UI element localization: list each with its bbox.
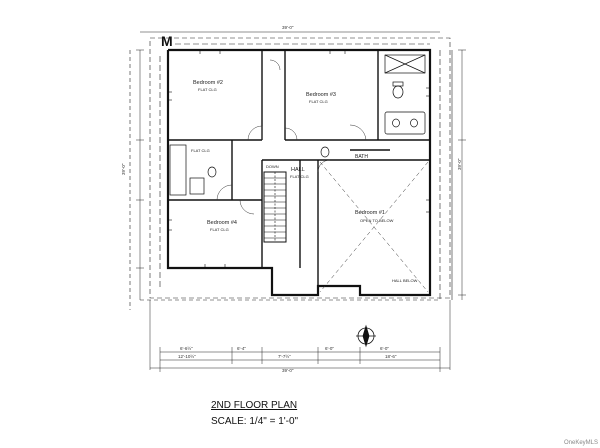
room-label-bath: BATH <box>355 154 368 160</box>
dim-seg-b: 6'-4" <box>237 346 246 351</box>
north-arrow-icon <box>356 324 376 348</box>
dim-bottom-left: 12'-10½" <box>178 353 196 359</box>
dim-seg-a: 6'-6½" <box>180 345 193 351</box>
boundary-lines <box>129 31 453 310</box>
window-marks <box>168 50 430 268</box>
open-to-below-lines <box>319 161 429 293</box>
side-dimension-lines <box>136 49 466 300</box>
door-swings <box>216 59 367 215</box>
room-label-bedroom1: Bedroom #1 <box>355 210 385 216</box>
plan-marker: M <box>161 33 173 49</box>
room-label-bedroom2: Bedroom #2 <box>193 80 223 86</box>
dim-left-overall: 39'-0" <box>121 163 126 175</box>
dim-bottom-right: 18'-6" <box>385 354 397 359</box>
dim-bottom-overall: 39'-0" <box>282 368 294 373</box>
room-label-bedroom4: Bedroom #4 <box>207 220 237 226</box>
bath-fixtures <box>169 54 426 196</box>
ceiling-label-bedroom2: FLAT CLG <box>198 87 217 92</box>
ceiling-label-bedroom3: FLAT CLG <box>309 99 328 104</box>
staircase <box>263 171 287 243</box>
hall-below-note: HALL BELOW <box>392 278 418 283</box>
dim-seg-c: 6'-0" <box>325 346 334 351</box>
ceiling-label-hall: FLAT CLG <box>290 174 309 179</box>
plan-scale: SCALE: 1/4" = 1'-0" <box>211 416 299 427</box>
plan-title: 2ND FLOOR PLAN <box>211 400 297 411</box>
watermark: OneKeyMLS <box>564 440 598 446</box>
room-label-bedroom3: Bedroom #3 <box>306 92 336 98</box>
ceiling-label-bedroom4: FLAT CLG <box>210 227 229 232</box>
dim-seg-d: 6'-0" <box>380 346 389 351</box>
open-to-below-note: OPEN TO BELOW <box>360 218 394 223</box>
stair-down-note: DOWN <box>266 164 279 169</box>
dim-bottom-mid: 7'-7½" <box>278 353 291 359</box>
dim-top-overall: 39'-0" <box>282 25 294 30</box>
ceiling-label-bath-left: FLAT CLG <box>191 148 210 153</box>
bottom-dimension-lines <box>149 300 451 372</box>
dim-right-overall: 39'-0" <box>457 158 462 170</box>
interior-walls <box>168 50 430 286</box>
room-label-hall: HALL <box>291 167 305 173</box>
